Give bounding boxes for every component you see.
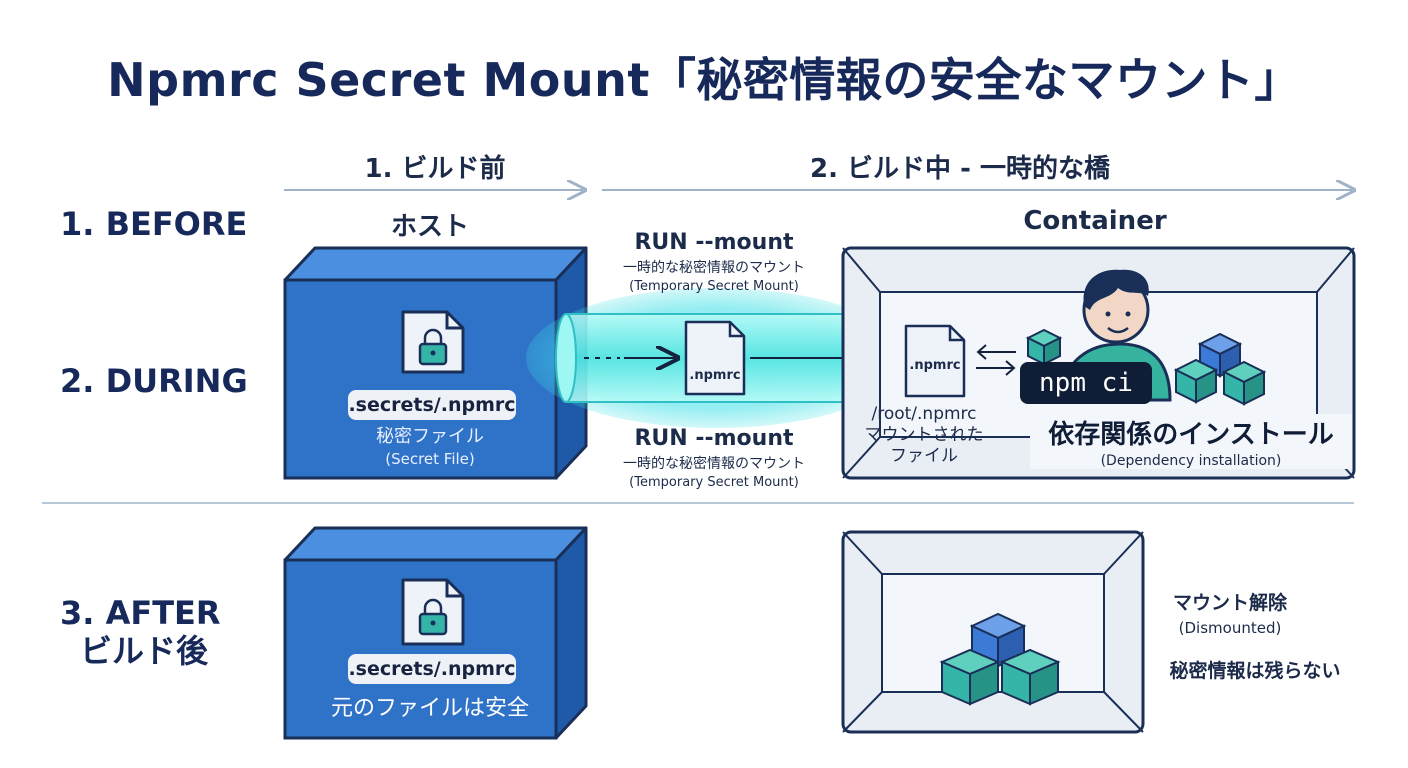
secret-file-path: .secrets/.npmrc	[348, 390, 516, 420]
dismount-caption: マウント解除 (Dismounted)	[1150, 588, 1310, 637]
package-cube-icon	[1025, 328, 1063, 366]
after-file-safe-caption: 元のファイルは安全	[330, 696, 529, 721]
secret-file-icon	[401, 310, 465, 374]
mount-jp-top: 一時的な秘密情報のマウント	[623, 260, 805, 276]
mount-label-bottom: RUN --mount 一時的な秘密情報のマウント (Temporary Sec…	[586, 426, 842, 490]
install-caption: 依存関係のインストール (Dependency installation)	[1030, 414, 1352, 469]
tube-file-label: .npmrc	[689, 368, 741, 383]
container-mount-line2: マウントされた	[864, 425, 984, 445]
container-mount-caption: /root/.npmrc マウントされた ファイル	[860, 404, 988, 467]
row-label-after-line2: ビルド後	[80, 632, 209, 670]
container-mount-line3: ファイル	[890, 446, 958, 466]
package-cubes-icon	[1173, 332, 1267, 406]
installed-packages-icon	[939, 612, 1061, 706]
no-secret-caption: 秘密情報は残らない	[1169, 660, 1341, 682]
row-label-during: 2. DURING	[60, 362, 248, 400]
container-file-label: .npmrc	[909, 358, 961, 373]
secret-file-caption: 秘密ファイル (Secret File)	[330, 422, 530, 468]
mount-command-bottom: RUN --mount	[634, 426, 794, 451]
header-before-build: 1. ビルド前	[364, 154, 506, 184]
header-during-build: 2. ビルド中 - 一時的な橋	[810, 154, 1110, 184]
install-jp: 依存関係のインストール	[1048, 420, 1334, 450]
row-label-after: 3. AFTER ビルド後	[60, 594, 260, 670]
mount-jp-bottom: 一時的な秘密情報のマウント	[623, 456, 805, 472]
secret-file-caption-en: (Secret File)	[385, 450, 475, 468]
page-title: Npmrc Secret Mount「秘密情報の安全なマウント」	[107, 53, 1301, 107]
mount-en-bottom: (Temporary Secret Mount)	[629, 475, 799, 490]
header-host: ホスト	[390, 212, 469, 242]
mount-label-top: RUN --mount 一時的な秘密情報のマウント (Temporary Sec…	[586, 230, 842, 294]
dismount-en: (Dismounted)	[1178, 619, 1282, 637]
secret-file-caption-jp: 秘密ファイル	[376, 426, 484, 447]
exchange-arrows-icon	[976, 344, 1016, 376]
after-secret-file-path: .secrets/.npmrc	[348, 654, 516, 684]
npm-ci-command: npm ci	[1020, 362, 1152, 404]
container-file-icon	[904, 324, 966, 398]
row-label-after-line1: 3. AFTER	[60, 594, 221, 632]
container-mount-path: /root/.npmrc	[871, 404, 977, 424]
secret-file-icon-after	[401, 578, 465, 646]
dismount-jp: マウント解除	[1172, 592, 1287, 614]
row-label-before: 1. BEFORE	[60, 205, 248, 243]
header-container: Container	[1023, 206, 1167, 236]
mount-command-top: RUN --mount	[634, 230, 794, 255]
mount-en-top: (Temporary Secret Mount)	[629, 279, 799, 294]
install-en: (Dependency installation)	[1100, 453, 1282, 469]
tube-file-icon	[684, 320, 746, 396]
